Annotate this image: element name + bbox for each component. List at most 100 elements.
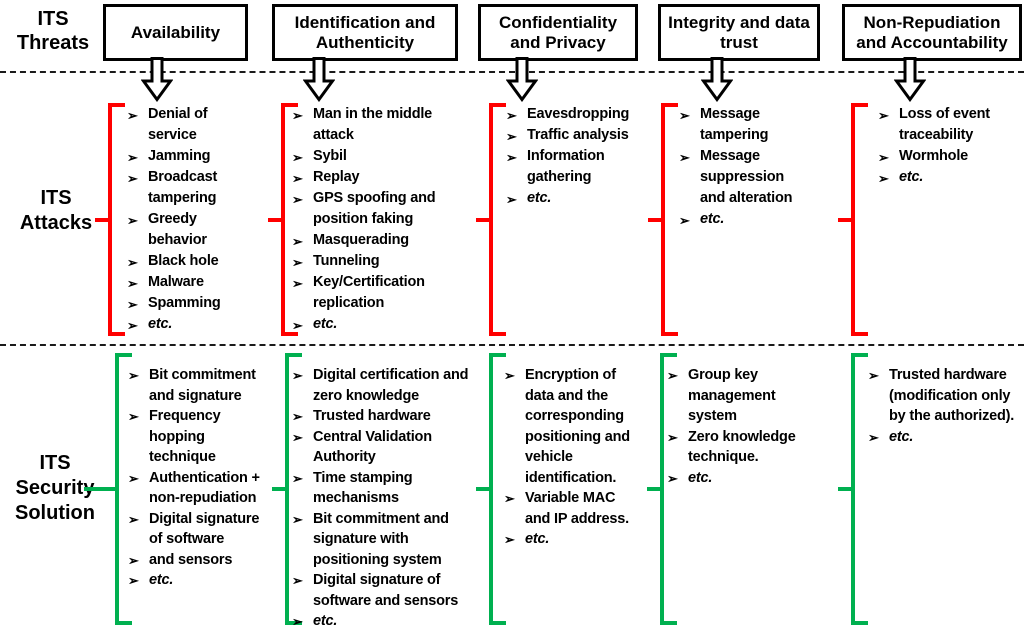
arrow-bullet-icon: ➢ <box>504 368 515 383</box>
arrow-bullet-icon: ➢ <box>292 150 303 165</box>
arrow-bullet-icon: ➢ <box>292 429 303 445</box>
attacks-item: ➢Broadcast tampering <box>127 167 255 209</box>
arrow-bullet-icon: ➢ <box>127 297 138 312</box>
attacks-item: ➢Jamming <box>127 146 255 167</box>
arrow-bullet-icon: ➢ <box>292 318 303 333</box>
solutions-list: ➢Group key management system➢Zero knowle… <box>667 365 807 488</box>
attacks-item: ➢Masquerading <box>292 230 474 251</box>
attacks-item: ➢Man in the middle attack <box>292 104 474 146</box>
attacks-item-text: Replay <box>313 169 360 185</box>
arrow-bullet-icon: ➢ <box>878 171 889 186</box>
attacks-list: ➢Denial of service➢Jamming➢Broadcast tam… <box>127 104 255 335</box>
attacks-item-text: Sybil <box>313 148 347 164</box>
solutions-item: ➢ Central Validation Authority <box>292 427 484 468</box>
solutions-item: ➢etc. <box>667 468 807 489</box>
solutions-item: ➢ Encryption of data and the correspondin… <box>504 365 639 488</box>
attacks-item-text: Denial of service <box>148 106 208 143</box>
solutions-item-text: Frequency hopping technique <box>149 408 221 465</box>
attacks-item: ➢ Malware <box>127 272 255 293</box>
attacks-item-text: Traffic analysis <box>527 127 629 143</box>
arrow-bullet-icon: ➢ <box>667 429 678 445</box>
threat-category-label: Identification and Authenticity <box>294 12 436 52</box>
solutions-item: ➢ Frequency hopping technique <box>128 406 266 468</box>
arrow-bullet-icon: ➢ <box>292 192 303 207</box>
arrow-bullet-icon: ➢ <box>292 234 303 249</box>
attacks-bracket <box>95 103 125 336</box>
solutions-item-text: etc. <box>313 613 338 629</box>
attacks-item-text: etc. <box>313 316 338 332</box>
threat-category-box: Availability <box>103 4 248 61</box>
attacks-item-text: Greedy behavior <box>148 211 207 248</box>
attacks-list: ➢Man in the middle attack➢Sybil➢Replay➢G… <box>292 104 474 335</box>
arrow-bullet-icon: ➢ <box>506 129 517 144</box>
attacks-item: ➢ etc. <box>878 167 1020 188</box>
attacks-list: ➢Eavesdropping➢Traffic analysis➢Informat… <box>506 104 636 209</box>
arrow-bullet-icon: ➢ <box>667 368 678 383</box>
arrow-bullet-icon: ➢ <box>506 108 517 123</box>
attacks-item-text: Loss of event traceability <box>899 106 990 143</box>
solutions-item: ➢Bit commitment and signature with posit… <box>292 509 484 571</box>
arrow-bullet-icon: ➢ <box>128 368 139 383</box>
attacks-item: ➢Replay <box>292 167 474 188</box>
solutions-item-text: Zero knowledge technique. <box>688 428 796 466</box>
attacks-item: ➢ Traffic analysis <box>506 125 636 146</box>
attacks-item-text: etc. <box>527 190 552 206</box>
arrow-bullet-icon: ➢ <box>292 276 303 291</box>
arrow-bullet-icon: ➢ <box>128 470 139 486</box>
attacks-item-text: etc. <box>899 169 924 185</box>
attacks-item-text: etc. <box>148 316 173 332</box>
attacks-item: ➢etc. <box>679 209 814 230</box>
arrow-bullet-icon: ➢ <box>127 276 138 291</box>
arrow-bullet-icon: ➢ <box>292 470 303 486</box>
solutions-item-text: etc. <box>149 572 174 588</box>
attacks-item: ➢ Sybil <box>292 146 474 167</box>
attacks-item-text: Wormhole <box>899 148 969 164</box>
solutions-item-text: etc. <box>525 531 550 547</box>
solutions-list: ➢ Encryption of data and the correspondin… <box>504 365 639 550</box>
attacks-item: ➢Black hole <box>127 251 255 272</box>
arrow-bullet-icon: ➢ <box>128 552 139 568</box>
solutions-item: ➢Time stamping mechanisms <box>292 468 484 509</box>
attacks-item: ➢Information gathering <box>506 146 636 188</box>
solutions-bracket <box>647 353 677 625</box>
attacks-item: ➢Tunneling <box>292 251 474 272</box>
arrow-bullet-icon: ➢ <box>128 409 139 424</box>
attacks-item-text: Message suppression and alteration <box>700 148 793 206</box>
attacks-item: ➢etc. <box>127 314 255 335</box>
solutions-item: ➢Trusted hardware (modification only by … <box>868 365 1020 427</box>
attacks-list: ➢ Loss of event traceability ➢ Wormhole ➢ etc… <box>878 104 1020 188</box>
solutions-list: ➢Trusted hardware (modification only by … <box>868 365 1020 447</box>
solutions-item: ➢Digital signature of software and senso… <box>292 570 484 611</box>
attacks-item-text: Man in the middle attack <box>313 106 433 143</box>
arrow-bullet-icon: ➢ <box>292 573 303 588</box>
attacks-item: ➢ etc. <box>292 314 474 335</box>
solutions-item: ➢ Bit commitment and signature <box>128 365 266 406</box>
threat-category-box: Confidentiality and Privacy <box>478 4 638 61</box>
solutions-item-text: Bit commitment and signature <box>149 367 256 404</box>
its-security-solution-row-label: ITS Security Solution <box>15 452 95 524</box>
solutions-item-text: Central Validation Authority <box>313 428 432 466</box>
solutions-list: ➢Digital certification and zero knowledg… <box>292 365 484 631</box>
solutions-item: ➢Authentication + non-repudiation <box>128 468 266 509</box>
solutions-bracket <box>272 353 302 625</box>
solutions-bracket <box>84 353 132 625</box>
down-arrow-icon <box>303 57 335 102</box>
arrow-bullet-icon: ➢ <box>868 429 879 445</box>
threat-category-label: Availability <box>130 22 221 42</box>
attacks-item: ➢Message suppression and alteration <box>679 146 814 209</box>
attacks-item: ➢ Greedy behavior <box>127 209 255 251</box>
solutions-list: ➢ Bit commitment and signature ➢ Frequency … <box>128 365 266 591</box>
arrow-bullet-icon: ➢ <box>127 213 138 228</box>
solutions-item-text: Encryption of data and the corresponding… <box>525 367 630 486</box>
arrow-bullet-icon: ➢ <box>292 409 303 424</box>
arrow-bullet-icon: ➢ <box>127 255 138 270</box>
attacks-bracket <box>268 103 298 336</box>
attacks-item-text: Spamming <box>148 295 221 311</box>
arrow-bullet-icon: ➢ <box>878 150 889 165</box>
attacks-item: ➢Denial of service <box>127 104 255 146</box>
attacks-item: ➢etc. <box>506 188 636 209</box>
attacks-item-text: Malware <box>148 274 204 290</box>
arrow-bullet-icon: ➢ <box>679 213 690 228</box>
arrow-bullet-icon: ➢ <box>292 511 303 527</box>
solutions-item: ➢etc. <box>292 611 484 631</box>
